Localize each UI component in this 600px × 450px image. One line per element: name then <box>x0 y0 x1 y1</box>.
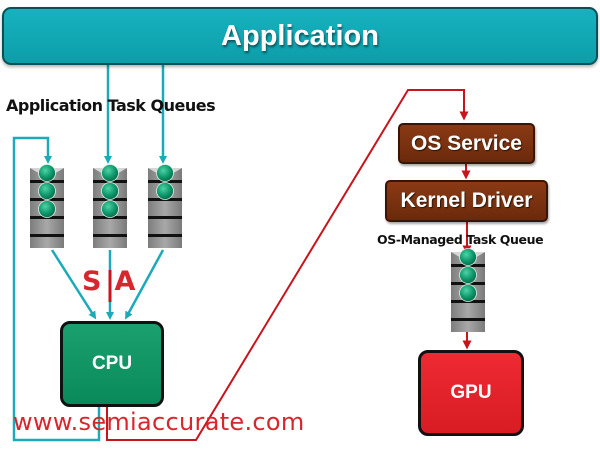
task-token <box>38 182 56 200</box>
queue-slot-divider <box>93 234 127 237</box>
app-queue-2 <box>93 164 127 248</box>
task-token <box>38 164 56 182</box>
task-token <box>156 164 174 182</box>
cpu-to-os-service-line <box>106 89 469 441</box>
os-service-box: OS Service <box>398 123 535 164</box>
kernel-driver-box: Kernel Driver <box>385 180 548 222</box>
logo-right-letter: A <box>114 266 137 297</box>
task-queues <box>30 164 485 332</box>
gpu-box: GPU <box>418 350 524 436</box>
logo-left-letter: S <box>82 266 103 297</box>
queue-slot-divider <box>148 234 182 237</box>
cpu-label: CPU <box>91 353 133 374</box>
queue-slot-divider <box>30 234 64 237</box>
task-token <box>156 182 174 200</box>
cpu-box: CPU <box>60 321 164 407</box>
application-bar: Application <box>2 7 598 65</box>
application-task-queues-label: Application Task Queues <box>6 96 216 115</box>
cpu-feedback-loop-line <box>12 136 101 442</box>
kernel-driver-label: Kernel Driver <box>400 189 533 212</box>
task-token <box>101 164 119 182</box>
task-token <box>101 182 119 200</box>
queue-slot-divider <box>148 216 182 219</box>
queue-slot-divider <box>451 318 485 321</box>
task-token <box>459 266 477 284</box>
queue-1-to-cpu-line <box>50 249 97 320</box>
red-connectors <box>106 89 472 441</box>
app-queue-3 <box>148 164 182 248</box>
task-token <box>101 200 119 218</box>
os-managed-queue <box>451 248 485 332</box>
application-title: Application <box>221 19 379 52</box>
task-token <box>459 248 477 266</box>
watermark: www.semiaccurate.com <box>13 408 305 436</box>
os-managed-task-queue-label: OS-Managed Task Queue <box>377 232 544 247</box>
app-queue-1 <box>30 164 64 248</box>
task-token <box>459 284 477 302</box>
os-service-label: OS Service <box>411 131 522 155</box>
gpu-label: GPU <box>450 382 492 403</box>
queue-3-to-cpu-line <box>125 249 165 320</box>
task-token <box>38 200 56 218</box>
